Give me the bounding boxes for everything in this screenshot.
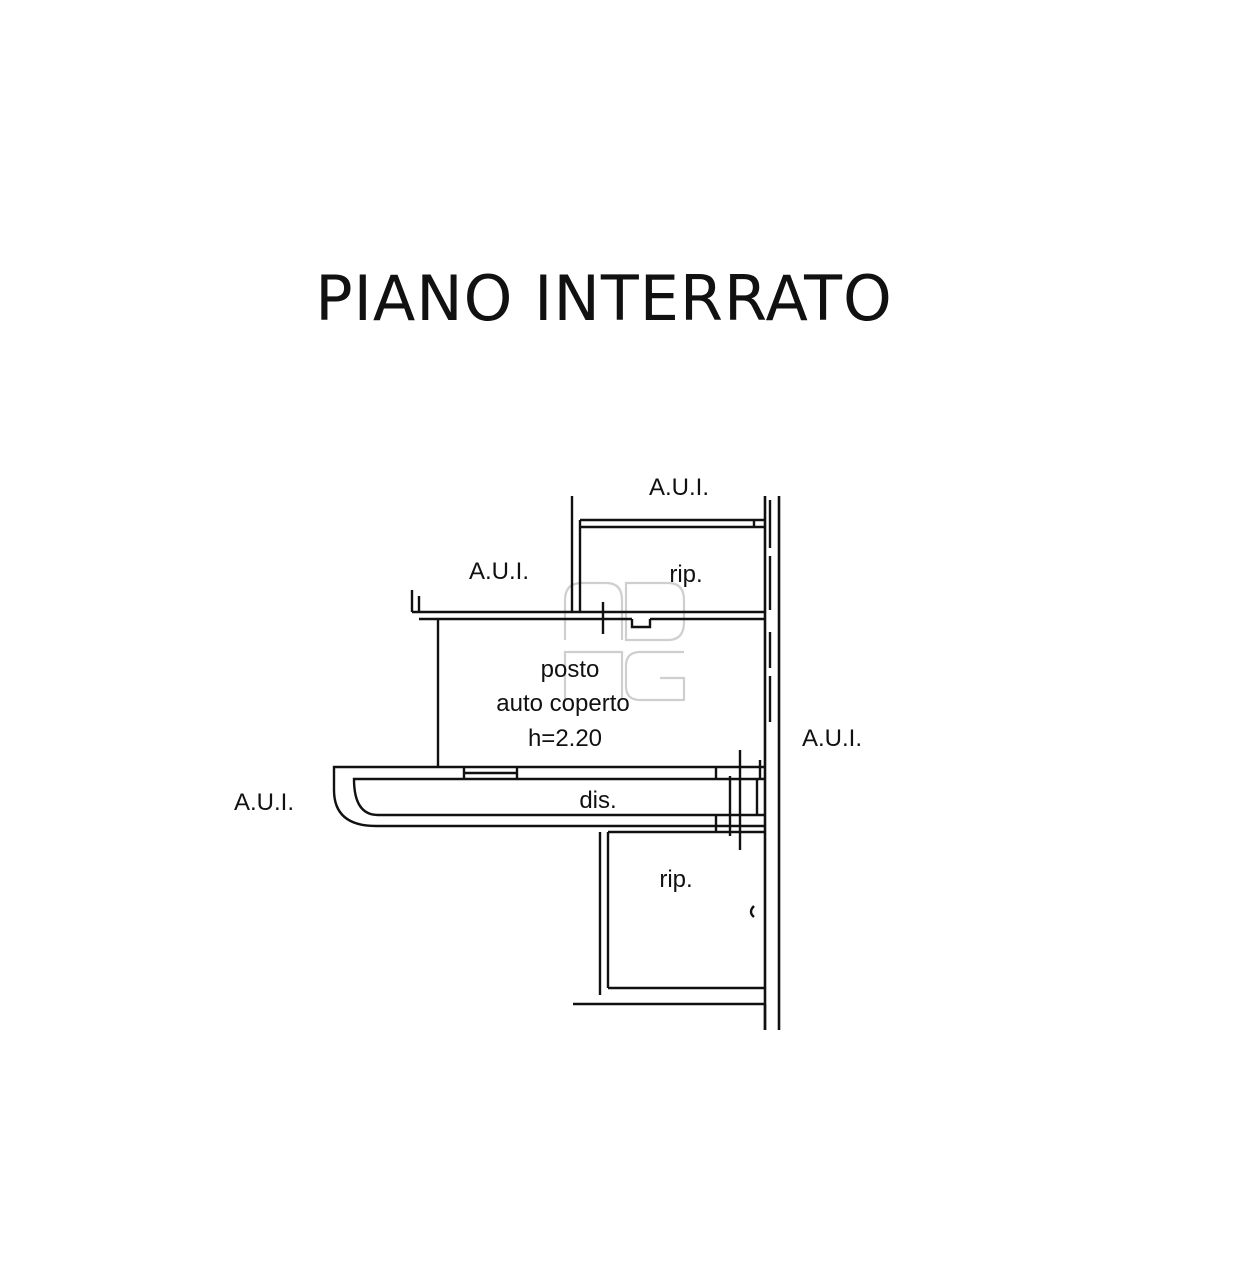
plan-title: PIANO INTERRATO: [315, 262, 893, 335]
room-storage-lower: [573, 830, 767, 1030]
room-storage-upper: [570, 496, 772, 612]
watermark-logo: [563, 581, 686, 702]
room-parking: [410, 590, 772, 767]
label-posto: posto: [541, 656, 600, 683]
room-corridor: [332, 750, 765, 850]
label-height: h=2.20: [528, 725, 602, 752]
label-auto-coperto: auto coperto: [496, 690, 629, 717]
label-aui-right: A.U.I.: [802, 725, 862, 752]
label-aui-upper-left: A.U.I.: [469, 558, 529, 585]
exterior-wall-right: [763, 496, 781, 1030]
label-aui-left: A.U.I.: [234, 789, 294, 816]
label-corridor: dis.: [579, 787, 616, 814]
label-rip-upper: rip.: [669, 561, 702, 588]
label-aui-top: A.U.I.: [649, 474, 709, 501]
label-rip-lower: rip.: [659, 866, 692, 893]
